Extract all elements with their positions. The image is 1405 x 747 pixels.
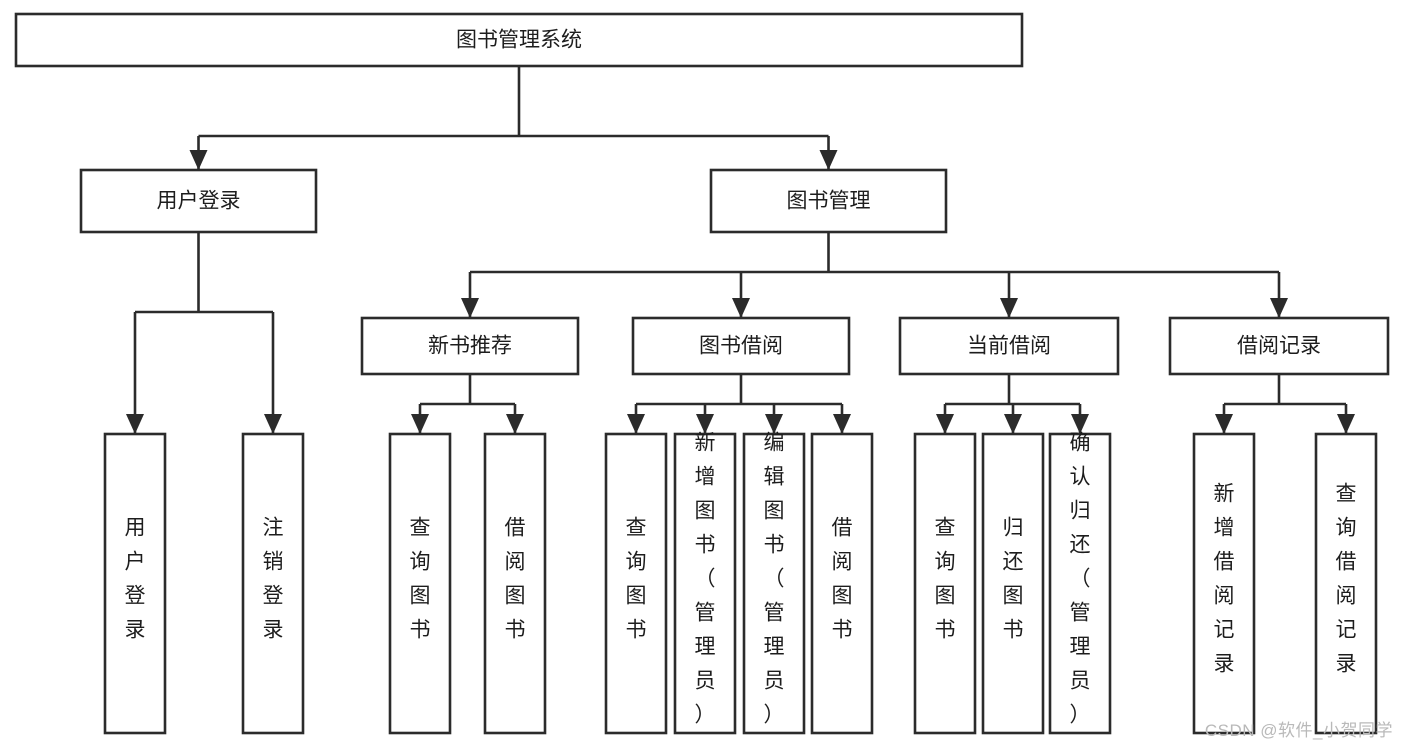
edge-arrowhead xyxy=(126,414,144,434)
node-box[interactable] xyxy=(631,316,851,376)
node-label: 查询图书 xyxy=(935,517,956,642)
edge-group xyxy=(461,232,1288,318)
edge-group xyxy=(189,66,838,170)
edges-layer xyxy=(126,66,1355,434)
node-box[interactable] xyxy=(810,432,874,735)
node-label: 用户登录 xyxy=(125,517,146,642)
node-label: 确认归还（管理员） xyxy=(1070,432,1091,727)
node-box[interactable] xyxy=(360,316,580,376)
node-box[interactable] xyxy=(14,12,1024,68)
node-box[interactable] xyxy=(604,432,668,735)
node-label: 当前借阅 xyxy=(967,335,1051,358)
edge-arrowhead xyxy=(264,414,282,434)
node-leaf-return-book[interactable]: 归还图书 xyxy=(981,432,1045,735)
node-label: 图书借阅 xyxy=(699,335,783,358)
node-box[interactable] xyxy=(241,432,305,735)
edge-arrowhead xyxy=(627,414,645,434)
node-new-book-recommend[interactable]: 新书推荐 xyxy=(360,316,580,376)
edge-arrowhead xyxy=(819,150,838,170)
node-leaf-query-book-3[interactable]: 查询图书 xyxy=(913,432,977,735)
node-box[interactable] xyxy=(898,316,1120,376)
node-leaf-query-record[interactable]: 查询借阅记录 xyxy=(1314,432,1378,735)
node-label: 查询借阅记录 xyxy=(1336,483,1357,676)
node-label: 归还图书 xyxy=(1003,517,1024,642)
node-leaf-user-login[interactable]: 用户登录 xyxy=(103,432,167,735)
node-box[interactable] xyxy=(79,168,318,234)
node-label: 图书管理 xyxy=(787,190,871,213)
node-box[interactable] xyxy=(709,168,948,234)
node-box[interactable] xyxy=(742,432,806,735)
edge-arrowhead xyxy=(696,414,714,434)
node-label: 用户登录 xyxy=(157,190,241,213)
node-label: 查询图书 xyxy=(626,517,647,642)
node-box[interactable] xyxy=(388,432,452,735)
node-label: 借阅图书 xyxy=(832,517,853,642)
edge-group xyxy=(936,374,1089,434)
edge-group xyxy=(627,374,851,434)
node-leaf-add-record[interactable]: 新增借阅记录 xyxy=(1192,432,1256,735)
edge-arrowhead xyxy=(1004,414,1022,434)
edge-group xyxy=(1215,374,1355,434)
watermark-text: CSDN @软件_小贺同学 xyxy=(1204,721,1393,740)
node-borrow-record[interactable]: 借阅记录 xyxy=(1168,316,1390,376)
nodes-layer: 图书管理系统用户登录图书管理新书推荐图书借阅当前借阅借阅记录用户登录注销登录查询… xyxy=(14,12,1390,735)
node-leaf-query-book-2[interactable]: 查询图书 xyxy=(604,432,668,735)
node-box[interactable] xyxy=(913,432,977,735)
node-leaf-add-book[interactable]: 新增图书（管理员） xyxy=(673,432,737,735)
edge-arrowhead xyxy=(461,298,479,318)
edge-arrowhead xyxy=(506,414,524,434)
edge-arrowhead xyxy=(833,414,851,434)
edge-arrowhead xyxy=(1215,414,1233,434)
node-leaf-query-book-1[interactable]: 查询图书 xyxy=(388,432,452,735)
edge-arrowhead xyxy=(1337,414,1355,434)
edge-arrowhead xyxy=(936,414,954,434)
edge-arrowhead xyxy=(1071,414,1089,434)
edge-arrowhead xyxy=(1000,298,1018,318)
edge-arrowhead xyxy=(732,298,750,318)
edge-arrowhead xyxy=(1270,298,1288,318)
node-leaf-confirm-return[interactable]: 确认归还（管理员） xyxy=(1048,432,1112,735)
node-box[interactable] xyxy=(1192,432,1256,735)
node-label: 图书管理系统 xyxy=(456,29,582,52)
node-box[interactable] xyxy=(103,432,167,735)
node-user-login[interactable]: 用户登录 xyxy=(79,168,318,234)
node-box[interactable] xyxy=(1048,432,1112,735)
node-box[interactable] xyxy=(483,432,547,735)
node-label: 新增借阅记录 xyxy=(1214,483,1235,676)
node-leaf-borrow-book-2[interactable]: 借阅图书 xyxy=(810,432,874,735)
node-label: 新增图书（管理员） xyxy=(695,432,716,727)
node-label: 查询图书 xyxy=(410,517,431,642)
node-label: 注销登录 xyxy=(263,517,284,642)
node-box[interactable] xyxy=(1168,316,1390,376)
node-book-borrow[interactable]: 图书借阅 xyxy=(631,316,851,376)
node-label: 新书推荐 xyxy=(428,335,512,358)
node-book-management[interactable]: 图书管理 xyxy=(709,168,948,234)
node-box[interactable] xyxy=(981,432,1045,735)
edge-arrowhead xyxy=(765,414,783,434)
edge-arrowhead xyxy=(189,150,208,170)
node-leaf-borrow-book-1[interactable]: 借阅图书 xyxy=(483,432,547,735)
edge-group xyxy=(411,374,524,434)
node-label: 借阅图书 xyxy=(505,517,526,642)
node-leaf-edit-book[interactable]: 编辑图书（管理员） xyxy=(742,432,806,735)
node-box[interactable] xyxy=(1314,432,1378,735)
node-label: 借阅记录 xyxy=(1237,335,1321,358)
node-leaf-logout[interactable]: 注销登录 xyxy=(241,432,305,735)
node-label: 编辑图书（管理员） xyxy=(764,432,785,727)
node-current-borrow[interactable]: 当前借阅 xyxy=(898,316,1120,376)
edge-arrowhead xyxy=(411,414,429,434)
edge-group xyxy=(126,232,282,434)
node-box[interactable] xyxy=(673,432,737,735)
node-root-root[interactable]: 图书管理系统 xyxy=(14,12,1024,68)
